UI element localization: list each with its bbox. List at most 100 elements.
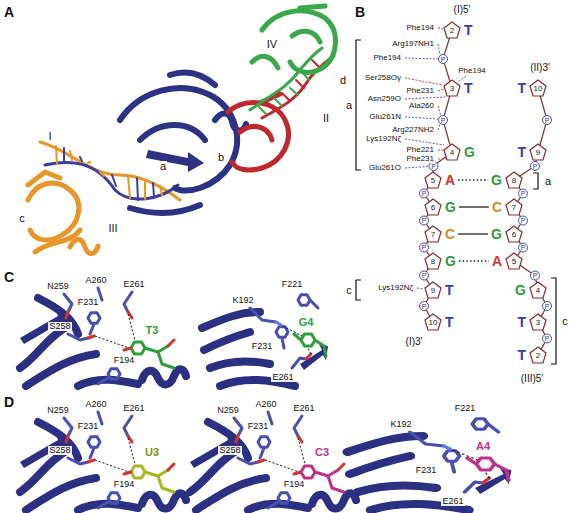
- backbone-line: [424, 30, 547, 355]
- sugar-outline: [425, 199, 441, 215]
- base-letter: T: [517, 315, 526, 329]
- phosphate-circle: [420, 243, 429, 252]
- stacking-line: [405, 78, 446, 159]
- protein-a-ribbon: [170, 72, 215, 85]
- phosphate-label: P: [533, 272, 538, 279]
- protein-b-ribbon: [228, 103, 288, 170]
- nucleotide-sugar: 7C: [492, 198, 523, 216]
- base-letter: G: [491, 227, 502, 241]
- residue-label: S258: [48, 446, 71, 455]
- sugar-outline: [506, 226, 522, 242]
- protein-d-ribbon: [252, 56, 278, 68]
- residue-label: Phe231: [405, 87, 435, 95]
- nucleotide-sugar: 3T: [517, 313, 547, 331]
- nucleotide-sugar: 4G: [443, 143, 475, 161]
- nucleotide-label: U3: [144, 447, 160, 458]
- sugar-outline: [444, 80, 460, 96]
- contact-line: [438, 106, 441, 116]
- phosphate-circle: [543, 334, 552, 343]
- nucleotide-number: 7: [431, 231, 435, 239]
- phosphate-label: P: [545, 303, 550, 310]
- residue-label: F231: [77, 422, 100, 431]
- strand-end-label: (I)3′: [405, 337, 424, 347]
- strand-end-label: (II)3′: [529, 63, 551, 73]
- protein-d-ribbon: [252, 6, 336, 72]
- contact-line: [417, 288, 424, 289]
- phosphate-circle: [519, 216, 528, 225]
- molecule-label: c: [18, 213, 26, 224]
- protein-a-ribbon: [140, 125, 205, 140]
- base-letter: G: [445, 200, 456, 214]
- residue-label: F231: [247, 422, 270, 431]
- nucleotide-number: 7: [512, 204, 516, 212]
- molecule-label: b: [217, 152, 225, 163]
- residue-label: Phe194: [372, 54, 402, 62]
- stacking-line: [438, 89, 444, 91]
- nucleotide-number: 3: [536, 319, 540, 327]
- protein-c-ribbon: [28, 172, 60, 185]
- sugar-outline: [530, 347, 546, 363]
- phosphate-circle: [519, 189, 528, 198]
- nucleotide-sugar: 10T: [517, 79, 547, 97]
- phosphate-circle: [420, 216, 429, 225]
- sugar-outline: [506, 172, 522, 188]
- bracket: [356, 280, 361, 300]
- residue-label: A260: [84, 400, 107, 409]
- dna-duplex-one: [56, 146, 162, 199]
- panel-letter: C: [3, 270, 15, 284]
- phosphate-label: P: [422, 303, 427, 310]
- phosphate-circle: [420, 271, 429, 280]
- residue-label: Glu261N: [368, 113, 402, 121]
- contact-line: [438, 28, 443, 29]
- nucleotide-sugar: 4G: [515, 281, 547, 299]
- phosphate-label: P: [533, 163, 538, 170]
- panel-d-structures: [348, 419, 512, 510]
- base-letter: T: [464, 23, 473, 37]
- residue-label: Ser258Oγ: [364, 74, 402, 82]
- phosphate-circle: [420, 55, 552, 344]
- sugar-outline: [530, 282, 546, 298]
- residue-label: F231: [415, 466, 438, 475]
- base-pair-line: [458, 233, 488, 234]
- residue-label: E261: [292, 404, 315, 413]
- nucleotide-sugar: 2T: [443, 21, 473, 39]
- residue-label: E261: [122, 280, 145, 289]
- phosphate-circle: [439, 116, 448, 125]
- molecule-label: I: [47, 131, 52, 142]
- nucleotide-number: 3: [450, 85, 454, 93]
- phosphate-label: P: [422, 272, 427, 279]
- residue-label: N259: [216, 406, 240, 415]
- molecule-label: II: [322, 113, 330, 124]
- nucleotide-label: C3: [314, 447, 330, 458]
- residue-label: Phe194: [457, 67, 487, 75]
- protein-a-strand: [146, 150, 204, 172]
- protein-b-ribbon: [240, 126, 272, 140]
- bracket: [533, 173, 538, 189]
- base-letter: C: [445, 227, 455, 241]
- protein-c-ribbon: [70, 240, 98, 254]
- nucleotide-sugar: 9T: [424, 281, 454, 299]
- residue-label: K192: [231, 296, 254, 305]
- nucleotide-number: 2: [450, 27, 454, 35]
- panel-c-structures: [20, 288, 186, 386]
- contact-line: [405, 167, 428, 169]
- dna-duplex-one: [64, 148, 154, 200]
- dna-duplex-two: [258, 72, 309, 114]
- nucleotide-number: 9: [536, 149, 540, 157]
- base-pair-line: [459, 260, 489, 261]
- residue-label: F231: [77, 298, 100, 307]
- dna-duplex-one: [40, 142, 180, 200]
- stacking-line: [405, 78, 443, 85]
- base-letter: T: [445, 315, 454, 329]
- phosphate-circle: [439, 55, 448, 64]
- sugar-outline: [530, 314, 546, 330]
- base-letter: G: [464, 145, 475, 159]
- residue-label: F194: [113, 356, 136, 365]
- nucleotide-sugar: 6G: [491, 225, 523, 243]
- nucleotide-number: 10: [534, 85, 543, 93]
- nucleotide-number: 5: [512, 258, 516, 266]
- base-letter: G: [515, 283, 526, 297]
- dna-duplex-one: [40, 142, 180, 200]
- panel-letter: A: [3, 5, 15, 19]
